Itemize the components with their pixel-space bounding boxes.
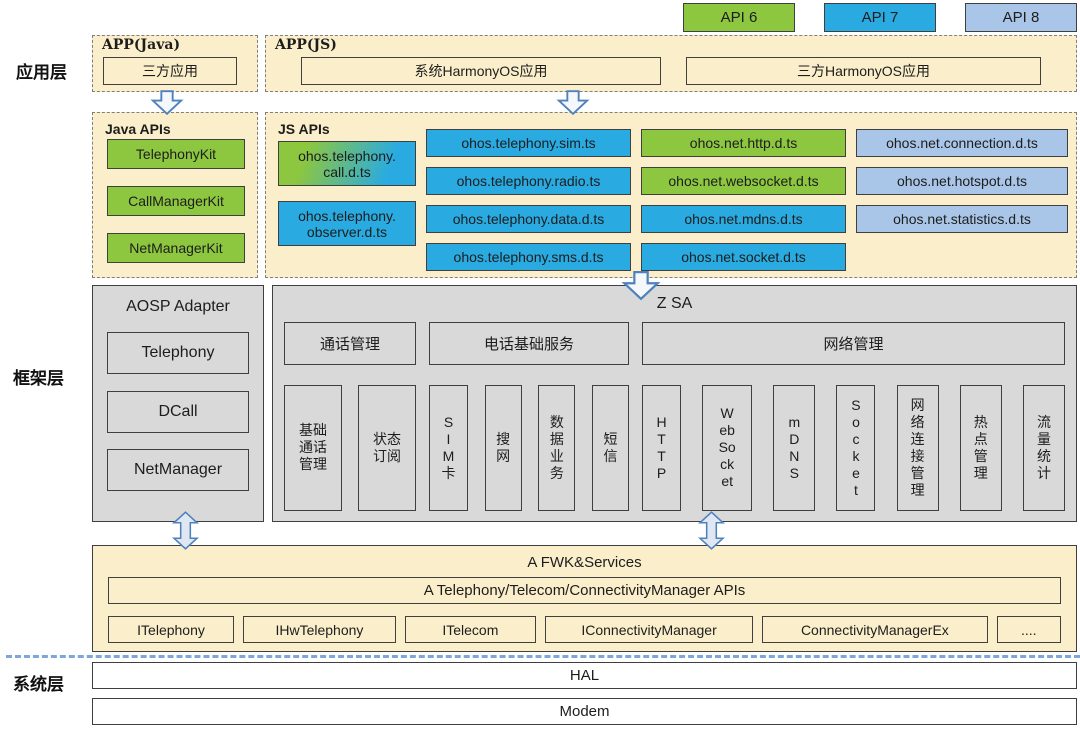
service-group-network-management: 网络管理 H T T P W eb So ck et m D N S S o c… — [642, 322, 1065, 511]
java-apis-container: Java APIs TelephonyKit CallManagerKit Ne… — [92, 112, 258, 278]
kit-box-callmanagerkit: CallManagerKit — [107, 186, 245, 216]
js-api-box-ohos-net-statistics: ohos.net.statistics.d.ts — [856, 205, 1068, 233]
interface-box-itelecom: ITelecom — [404, 616, 536, 643]
kit-box-netmanagerkit: NetManagerKit — [107, 233, 245, 263]
fwk-services-title: A FWK&Services — [527, 554, 642, 571]
pillar-traffic-statistics: 流 量 统 计 — [1022, 384, 1065, 511]
js-api-box-ohos-telephony-data: ohos.telephony.data.d.ts — [426, 205, 631, 233]
pillar-websocket: W eb So ck et — [702, 384, 753, 511]
pillar-socket: S o c k e t — [836, 384, 876, 511]
js-api-box-ohos-telephony-sim: ohos.telephony.sim.ts — [426, 129, 631, 157]
module-box-netmanager: NetManager — [107, 449, 249, 491]
down-arrow-icon — [150, 90, 184, 115]
js-api-box-ohos-telephony-call: ohos.telephony. call.d.ts — [278, 141, 416, 186]
pillar-row: S I M 卡 搜 网 数 据 业 务 短 信 — [429, 384, 629, 511]
pillar-sms: 短 信 — [591, 384, 629, 511]
service-header-network-management: 网络管理 — [642, 322, 1065, 365]
pillar-http: H T T P — [642, 384, 681, 511]
app-js-container: APP(JS) 系统HarmonyOS应用 三方HarmonyOS应用 — [265, 35, 1077, 92]
third-party-app-box: 三方应用 — [103, 57, 237, 85]
layer-label-system: 系统层 — [13, 675, 64, 694]
pillar-basic-call-management: 基础 通话 管理 — [284, 384, 342, 511]
pillar-hotspot-management: 热 点 管 理 — [959, 384, 1002, 511]
service-header-call-management: 通话管理 — [284, 322, 416, 365]
double-arrow-icon — [698, 510, 725, 551]
zsa-title: Z SA — [656, 295, 693, 312]
third-party-harmonyos-app-box: 三方HarmonyOS应用 — [686, 57, 1041, 85]
system-harmonyos-app-box: 系统HarmonyOS应用 — [301, 57, 661, 85]
js-api-box-ohos-net-websocket: ohos.net.websocket.d.ts — [641, 167, 846, 195]
pillar-row: H T T P W eb So ck et m D N S S o c k e … — [642, 384, 1065, 511]
layer-label-application: 应用层 — [16, 63, 67, 82]
js-api-box-ohos-telephony-observer: ohos.telephony. observer.d.ts — [278, 201, 416, 246]
aosp-adapter-panel: AOSP Adapter Telephony DCall NetManager — [92, 285, 264, 522]
interface-box-more: .... — [996, 616, 1062, 643]
app-js-title: APP(JS) — [275, 37, 337, 53]
legend-chip-api8: API 8 — [965, 3, 1077, 32]
js-api-box-ohos-net-mdns: ohos.net.mdns.d.ts — [641, 205, 846, 233]
pillar-network-search: 搜 网 — [484, 384, 522, 511]
service-group-call-management: 通话管理 基础 通话 管理 状态 订阅 — [284, 322, 416, 511]
zsa-panel: Z SA 通话管理 基础 通话 管理 状态 订阅 电话基础服务 S I M 卡 … — [272, 285, 1077, 522]
pillar-state-subscription: 状态 订阅 — [358, 384, 416, 511]
fwk-interface-row: ITelephony IHwTelephony ITelecom IConnec… — [108, 616, 1062, 643]
js-api-box-ohos-net-hotspot: ohos.net.hotspot.d.ts — [856, 167, 1068, 195]
js-apis-title: JS APIs — [278, 121, 330, 137]
aosp-adapter-title: AOSP Adapter — [126, 298, 230, 315]
service-header-telephony-basic: 电话基础服务 — [429, 322, 629, 365]
down-arrow-icon — [556, 90, 590, 115]
kit-box-telephonykit: TelephonyKit — [107, 139, 245, 169]
js-api-box-ohos-net-http: ohos.net.http.d.ts — [641, 129, 846, 157]
layer-label-framework: 框架层 — [13, 369, 64, 388]
pillar-mdns: m D N S — [773, 384, 816, 511]
down-arrow-icon — [621, 270, 661, 301]
js-apis-container: JS APIs ohos.telephony. call.d.ts ohos.t… — [265, 112, 1077, 278]
legend-chip-api7: API 7 — [824, 3, 936, 32]
layer-divider — [6, 655, 1080, 658]
interface-box-iconnectivitymanager: IConnectivityManager — [544, 616, 754, 643]
interface-box-itelephony: ITelephony — [108, 616, 235, 643]
pillar-sim-card: S I M 卡 — [429, 384, 468, 511]
pillar-data-service: 数 据 业 务 — [538, 384, 576, 511]
module-box-telephony: Telephony — [107, 332, 249, 374]
app-java-title: APP(Java) — [102, 37, 181, 53]
fwk-api-bar: A Telephony/Telecom/ConnectivityManager … — [108, 577, 1061, 604]
interface-box-connectivitymanagerex: ConnectivityManagerEx — [762, 616, 988, 643]
interface-box-ihwtelephony: IHwTelephony — [243, 616, 396, 643]
app-java-container: APP(Java) 三方应用 — [92, 35, 258, 92]
api-legend: API 6 API 7 API 8 — [683, 3, 1077, 32]
pillar-network-connection-management: 网 络 连 接 管 理 — [896, 384, 939, 511]
java-apis-title: Java APIs — [105, 121, 171, 137]
legend-chip-api6: API 6 — [683, 3, 795, 32]
zsa-groups: 通话管理 基础 通话 管理 状态 订阅 电话基础服务 S I M 卡 搜 网 数… — [284, 322, 1065, 511]
hal-box: HAL — [92, 662, 1077, 689]
service-group-telephony-basic: 电话基础服务 S I M 卡 搜 网 数 据 业 务 短 信 — [429, 322, 629, 511]
js-api-box-ohos-telephony-radio: ohos.telephony.radio.ts — [426, 167, 631, 195]
modem-box: Modem — [92, 698, 1077, 725]
double-arrow-icon — [172, 510, 199, 551]
js-api-box-ohos-net-socket: ohos.net.socket.d.ts — [641, 243, 846, 271]
module-box-dcall: DCall — [107, 391, 249, 433]
js-api-box-ohos-net-connection: ohos.net.connection.d.ts — [856, 129, 1068, 157]
js-api-box-ohos-telephony-sms: ohos.telephony.sms.d.ts — [426, 243, 631, 271]
pillar-row: 基础 通话 管理 状态 订阅 — [284, 384, 416, 511]
fwk-services-panel: A FWK&Services A Telephony/Telecom/Conne… — [92, 545, 1077, 652]
